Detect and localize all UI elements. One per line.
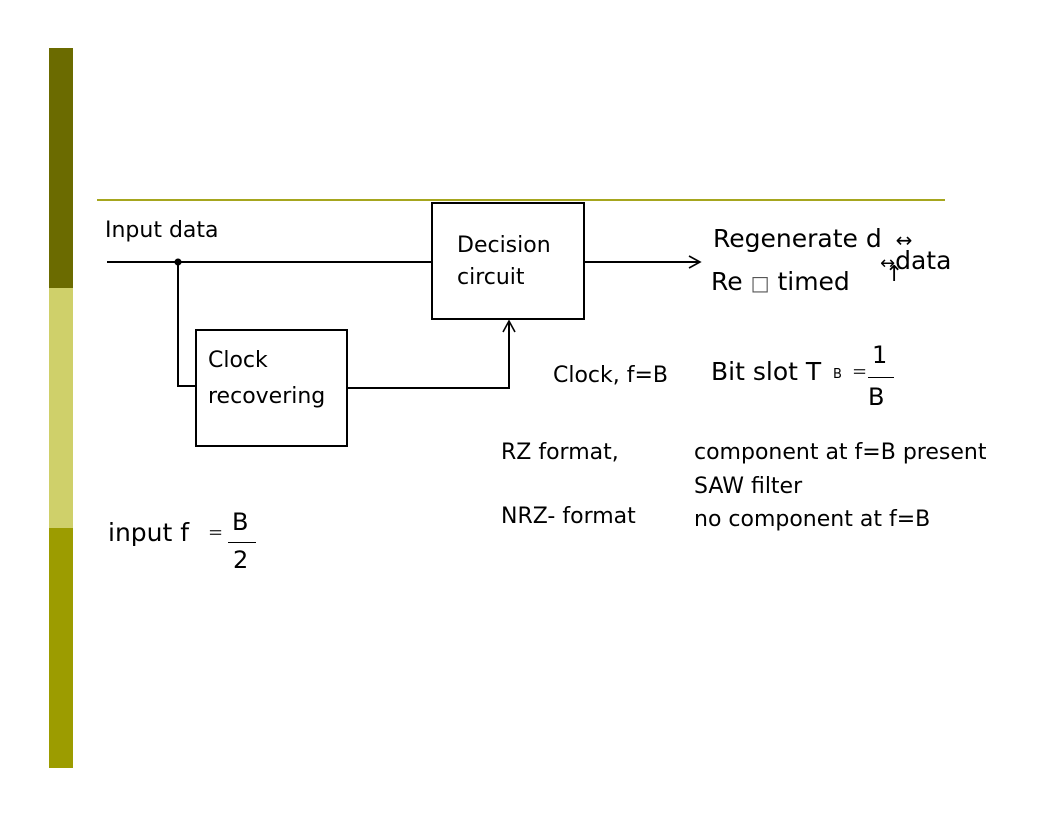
side-decoration-bar: [49, 48, 73, 768]
output-line1: Regenerate d ↔: [713, 224, 912, 253]
side-bar-segment-mid: [49, 528, 73, 768]
input-freq-numerator: B: [232, 508, 249, 536]
nrz-format-desc: no component at f=B: [694, 507, 931, 532]
output-line2: ↔data: [880, 246, 951, 275]
input-freq-equals: =: [208, 522, 224, 543]
bit-slot-numerator: 1: [872, 341, 888, 369]
clock-signal-label: Clock, f=B: [553, 363, 669, 388]
input-freq-denominator: 2: [233, 546, 249, 574]
saw-filter-text: SAW filter: [694, 474, 803, 499]
input-freq-fraction-line: [228, 542, 256, 543]
input-freq-text: input f: [108, 518, 190, 547]
bit-slot-fraction-line: [868, 377, 894, 378]
nrz-format-label: NRZ- format: [501, 504, 636, 529]
output-arrow-glyph-1: ↔: [895, 228, 913, 252]
decision-circuit-box: [431, 202, 585, 320]
decision-box-label-line1: Decision: [457, 233, 551, 258]
output-data-text: data: [895, 246, 952, 275]
output-box-glyph: □: [750, 271, 770, 295]
output-arrow-glyph-2: ↔: [880, 253, 896, 274]
side-bar-segment-dark: [49, 48, 73, 288]
title-rule: [97, 199, 945, 201]
output-line3: Re □ timed: [711, 267, 850, 296]
output-regenerate-text: Regenerate d: [713, 224, 882, 253]
output-timed-text: timed: [777, 267, 850, 296]
side-bar-segment-light: [49, 288, 73, 528]
clock-line: [347, 319, 516, 389]
rz-format-desc: component at f=B present: [694, 440, 987, 465]
clock-box-label-line2: recovering: [208, 384, 326, 409]
bit-slot-text: Bit slot T: [711, 357, 822, 386]
clock-box-label-line1: Clock: [208, 348, 268, 373]
branch-line: [177, 262, 196, 387]
bit-slot-subscript: B: [833, 367, 842, 382]
output-up-arrow-glyph: ↑: [885, 262, 904, 287]
input-data-label: Input data: [105, 218, 219, 243]
output-re-text: Re: [711, 267, 743, 296]
bit-slot-equals: =: [852, 361, 868, 382]
decision-box-label-line2: circuit: [457, 265, 525, 290]
bit-slot-denominator: B: [868, 383, 885, 411]
rz-format-label: RZ format,: [501, 440, 619, 465]
